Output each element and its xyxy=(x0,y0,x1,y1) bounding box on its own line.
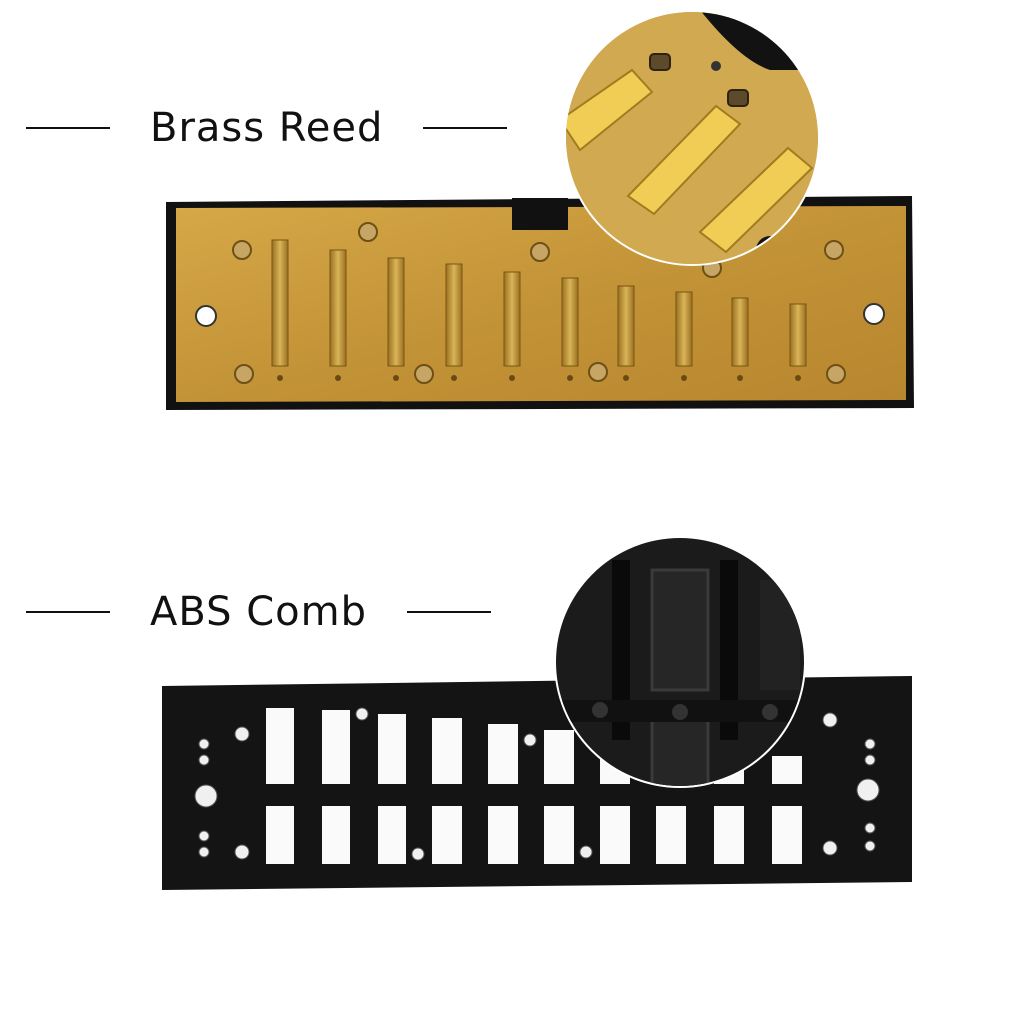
plate-notch xyxy=(512,198,568,230)
label-rule-right xyxy=(406,611,491,613)
rivet-dots xyxy=(277,375,801,381)
label-rule-left xyxy=(26,127,110,129)
comb-chambers-lower xyxy=(266,806,802,864)
label-rule-right xyxy=(423,127,508,129)
abs-comb-label: ABS Comb xyxy=(0,582,540,642)
brass-reed-title: Brass Reed xyxy=(150,105,384,151)
reed-slots xyxy=(271,239,807,367)
mount-hole-left xyxy=(195,305,217,327)
comb-holes xyxy=(194,707,880,861)
comb-zoom-inset xyxy=(554,536,806,788)
mount-hole-right xyxy=(863,303,885,325)
brass-reed-label: Brass Reed xyxy=(0,98,540,158)
label-rule-left xyxy=(26,611,110,613)
abs-comb-title: ABS Comb xyxy=(150,589,367,635)
